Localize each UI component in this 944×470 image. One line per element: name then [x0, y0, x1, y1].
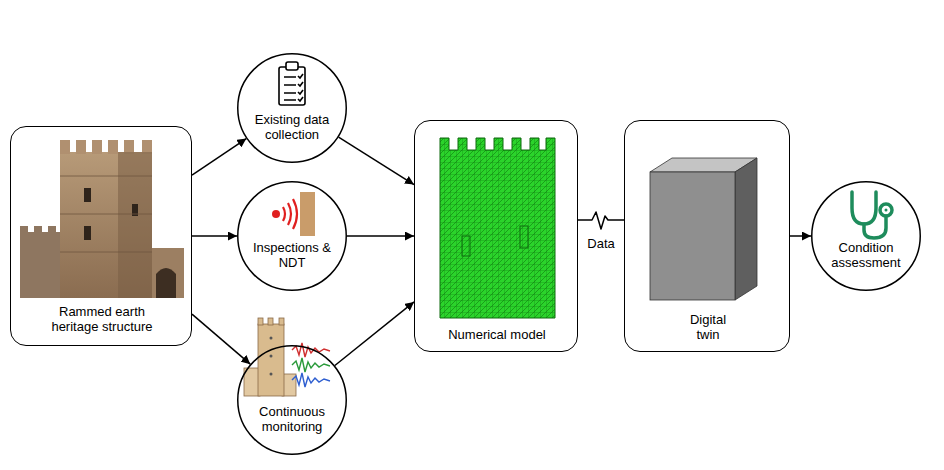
text-block: Numerical model	[427, 327, 567, 343]
stethoscope-icon-part	[852, 192, 876, 224]
tower-photo-part	[60, 176, 152, 252]
tower-photo-part	[92, 140, 102, 154]
twin-cube	[650, 158, 757, 300]
structure-box: Rammed earth heritage structure	[10, 126, 192, 346]
clipboard-icon-part	[284, 77, 296, 100]
circle-outline	[237, 345, 347, 455]
tower-photo-part	[156, 268, 176, 298]
tower-photo-part	[20, 232, 64, 298]
circle-outline	[812, 182, 921, 291]
model-box: Numerical model	[414, 120, 578, 352]
twin-cube-part	[650, 172, 735, 300]
clipboard-icon	[279, 62, 305, 105]
tower-photo-part	[142, 140, 152, 154]
node-label: Rammed earth heritage structure	[37, 304, 167, 335]
ndt-icon-part	[283, 199, 297, 229]
connector-arrow	[192, 235, 237, 237]
monitoring-icon-part	[270, 373, 273, 376]
node-label: Condition assessment	[823, 240, 909, 271]
text-block: Rammed earth heritage structure	[37, 304, 167, 335]
connector-arrow	[192, 139, 246, 175]
tower-photo-part	[148, 248, 184, 298]
mesh-model-part	[520, 226, 528, 248]
monitoring-icon-part	[292, 373, 330, 387]
circle-outline	[237, 181, 347, 291]
connector-arrow	[335, 302, 414, 366]
ndt-icon-part	[300, 192, 315, 236]
node-label: Continuous monitoring	[247, 404, 337, 435]
monitoring-icon-part	[279, 318, 284, 325]
stethoscope-icon	[852, 192, 892, 238]
tower-photo-part	[108, 140, 118, 154]
mesh-model	[440, 138, 555, 318]
mesh-model-part	[462, 236, 470, 256]
tower-photo	[20, 140, 184, 298]
node-label: Numerical model	[427, 327, 567, 343]
outcome-circle: Condition assessment	[811, 181, 921, 291]
connector-arrow	[192, 314, 250, 364]
tower-photo-part	[60, 152, 152, 298]
connector-arrow	[790, 235, 811, 237]
node-label: Existing data collection	[247, 112, 337, 143]
monitoring-icon-part	[258, 318, 263, 325]
text-block: Digital twin	[680, 312, 736, 343]
ndt-icon-part	[272, 210, 280, 218]
connector-arrow	[578, 212, 624, 229]
monitoring-icon-part	[258, 324, 284, 396]
tower-photo-part	[118, 152, 152, 298]
edge-label: Data	[585, 236, 616, 252]
clipboard-icon-part	[279, 67, 305, 105]
text-block: Condition assessment	[823, 240, 909, 271]
clipboard-icon-part	[298, 74, 303, 101]
node-label: Inspections & NDT	[247, 240, 337, 271]
tower-photo-part	[60, 140, 70, 154]
twin-box: Digital twin	[624, 120, 790, 352]
tower-photo-part	[76, 140, 86, 154]
monitoring-icon-part	[270, 355, 273, 358]
ndt-icon	[272, 192, 315, 236]
monitoring-icon-part	[268, 318, 273, 325]
stethoscope-icon-part	[864, 216, 886, 238]
tower-photo-part	[124, 140, 134, 154]
node-label: Digital twin	[680, 312, 736, 343]
tower-photo-part	[84, 188, 91, 202]
circle-outline	[811, 181, 921, 291]
tower-photo-part	[48, 226, 56, 234]
tower-photo-part	[84, 226, 91, 240]
monitoring-icon-part	[292, 358, 330, 372]
tower-photo-part	[34, 226, 42, 234]
twin-cube-part	[735, 158, 757, 300]
circle-outline	[238, 182, 347, 291]
text-block: Inspections & NDT	[247, 240, 337, 271]
circle-outline	[237, 53, 347, 163]
text-block: Existing data collection	[247, 112, 337, 143]
stethoscope-icon-part	[880, 204, 892, 216]
text-block: Continuous monitoring	[247, 404, 337, 435]
monitoring-icon-part	[270, 337, 273, 340]
source-circle: Continuous monitoring	[237, 345, 347, 455]
mesh-model-part	[440, 138, 555, 318]
source-circle: Inspections & NDT	[237, 181, 347, 291]
connector-arrow	[347, 235, 414, 237]
connector-arrow	[339, 137, 414, 184]
circle-outline	[238, 54, 347, 163]
circle-outline	[238, 346, 347, 455]
clipboard-icon-part	[286, 62, 298, 70]
stethoscope-icon-part	[885, 209, 888, 212]
tower-photo-part	[20, 226, 28, 234]
monitoring-icon	[244, 318, 330, 396]
monitoring-icon-part	[292, 343, 330, 357]
source-circle: Existing data collection	[237, 53, 347, 163]
